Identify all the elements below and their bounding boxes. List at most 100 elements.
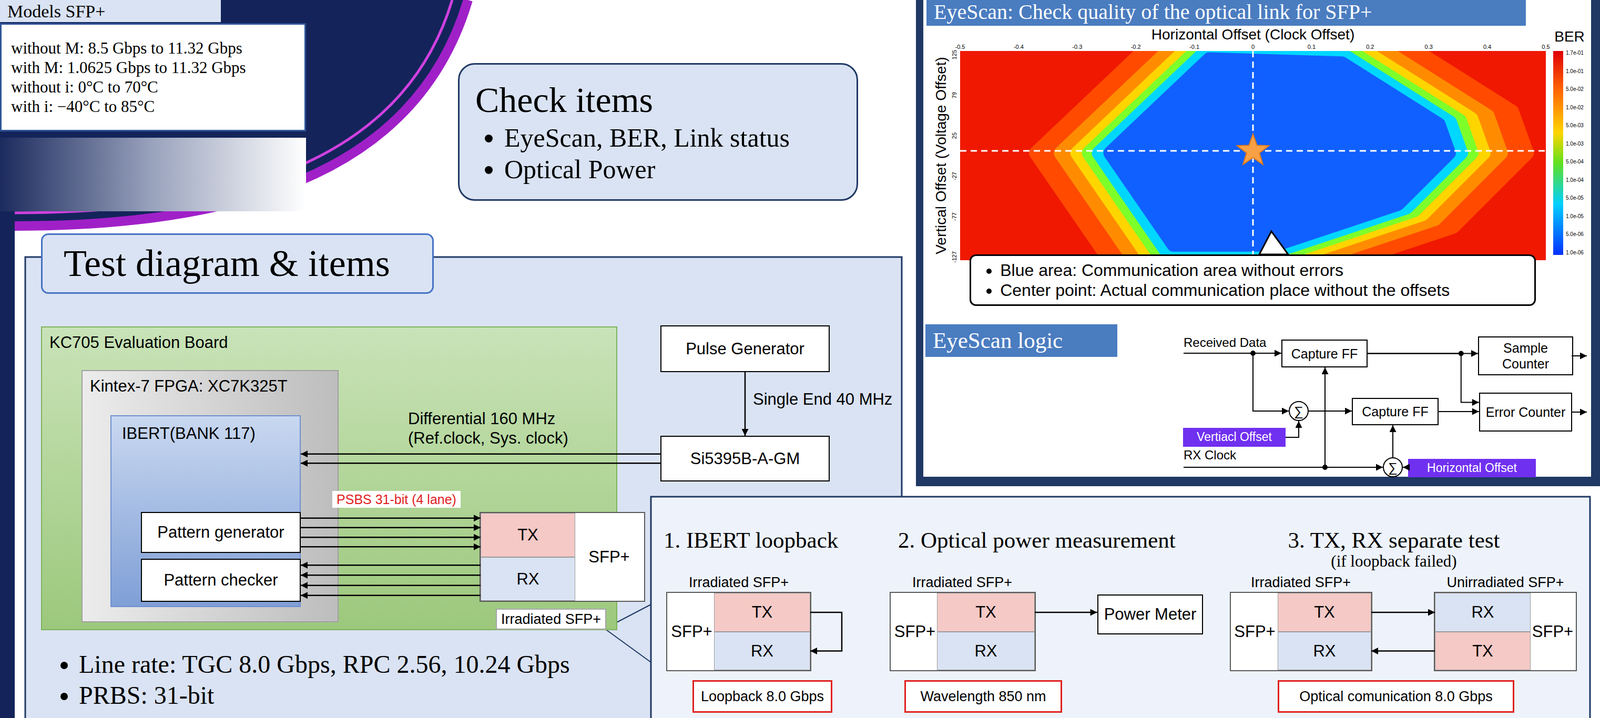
colorbar-label: 5.0e-03	[1565, 122, 1584, 129]
node-text: Blue area: Communication area without er…	[1000, 260, 1344, 281]
colorbar-label: 1.0e-03	[1565, 140, 1584, 148]
tx-port: TX	[1434, 632, 1531, 671]
flip-flop-box: Capture FF	[1351, 398, 1439, 426]
connector-arrow	[1285, 421, 1299, 438]
callout-tail	[1259, 231, 1289, 255]
wire	[1571, 411, 1587, 413]
tick-label: 0.3	[1424, 43, 1433, 51]
node-text: Vertiacl Offset	[1196, 430, 1272, 445]
node-text: without i: 0°C to 70°C	[11, 77, 159, 97]
process-box: Pattern checker	[140, 558, 301, 603]
part-label: Irradiated SFP+	[1250, 574, 1351, 591]
part-label: Unirradiated SFP+	[1446, 574, 1565, 591]
junction-dot	[1250, 350, 1256, 356]
connector-arrow	[810, 612, 842, 652]
signal-name: Received Data	[1183, 335, 1267, 351]
node-text: Pulse Generator	[685, 339, 805, 359]
colorbar-label: 5.0e-04	[1565, 158, 1584, 166]
junction-dot	[1458, 351, 1464, 357]
check-items-box: Check itemsEyeScan, BER, Link statusOpti…	[457, 63, 859, 201]
condition-box: Optical comunication 8.0 Gbps	[1277, 680, 1515, 713]
sfp-module: SFP+ TXRX	[479, 512, 646, 603]
ber-contour	[1077, 51, 1484, 261]
colorbar-label: 1.0e-02	[1565, 104, 1584, 111]
node-text: Wavelength 850 nm	[920, 688, 1046, 706]
condition-box: Wavelength 850 nm	[904, 680, 1063, 713]
tick-label: -77	[951, 212, 959, 221]
connector-arrow	[300, 574, 481, 577]
rx-port: RX	[1277, 632, 1372, 671]
step-heading: 3. TX, RX separate test	[1288, 526, 1501, 555]
instrument-box: Power Meter	[1097, 594, 1204, 635]
step-heading: 1. IBERT loopback	[663, 526, 839, 555]
gradient-bar	[0, 137, 307, 212]
rx-port: RX	[936, 632, 1035, 671]
node-text: TX	[1472, 641, 1494, 661]
logic-wires	[1183, 353, 1587, 468]
tick-label: -27	[951, 171, 959, 181]
test-panel	[25, 257, 902, 718]
sfp-module: SFP+TXRX	[889, 592, 1036, 672]
step-note: (if loopback failed)	[1330, 551, 1457, 572]
tick-label: 0	[1251, 43, 1255, 51]
wire	[1324, 367, 1326, 468]
colorbar-label: 5.0e-06	[1565, 231, 1584, 238]
connector-arrow	[1367, 353, 1479, 355]
tx-port: TX	[1277, 593, 1372, 633]
node-text: Pattern checker	[163, 570, 278, 590]
axis-title: Horizontal Offset (Clock Offset)	[1151, 25, 1355, 44]
chip-box: Si5395B-A-GM	[660, 435, 830, 482]
node-text: Kintex-7 FPGA: XC7K325T	[89, 376, 288, 396]
node-text: without M: 8.5 Gbps to 11.32 Gbps	[11, 38, 243, 58]
connector-arrow	[1402, 466, 1409, 468]
rx-port: RX	[480, 557, 576, 601]
eyescan-panel	[923, 0, 1592, 477]
connector-arrow	[1438, 411, 1480, 413]
connector-arrow	[300, 536, 481, 539]
tick-label: 0.4	[1483, 43, 1492, 51]
node-text: Pattern generator	[157, 522, 284, 543]
part-label: Irradiated SFP+	[688, 574, 789, 591]
spec-box: without M: 8.5 Gbps to 11.32 Gbpswith M:…	[0, 23, 307, 132]
wire	[1183, 466, 1383, 468]
ber-contour	[1088, 51, 1472, 257]
node-text: Capture FF	[1291, 345, 1358, 362]
connector-arrow	[744, 372, 747, 436]
node-text: ∑	[1388, 459, 1398, 476]
tick-label: 0.5	[1541, 43, 1550, 51]
node-text: SFP+	[894, 622, 936, 642]
node-text: IBERT(BANK 117)	[121, 423, 256, 444]
tick-label: -0.4	[1013, 43, 1024, 51]
connector-arrow	[300, 517, 481, 519]
signal-label: Differential 160 MHz (Ref.clock, Sys. cl…	[408, 409, 608, 448]
test-items-panel	[650, 496, 1591, 718]
junction-dot	[1322, 464, 1328, 471]
ber-contour	[1060, 51, 1502, 261]
eyescan-frame	[915, 0, 1600, 487]
connector-arrow	[300, 564, 481, 567]
color-bar	[1553, 51, 1564, 256]
ber-contour	[1109, 59, 1449, 246]
eye-heatmap	[960, 51, 1546, 261]
tx-port: TX	[936, 593, 1035, 633]
ber-contour	[1035, 51, 1527, 261]
node-text: SFP+	[588, 547, 630, 567]
connector-arrow	[1034, 612, 1098, 614]
node-text: Check items	[475, 78, 654, 122]
sum-circle: ∑	[1382, 457, 1403, 478]
tick-label: 25	[951, 132, 959, 139]
signal-label: Single End 40 MHz	[752, 389, 893, 410]
tick-label: -0.3	[1072, 43, 1083, 51]
sfp-module: SFP+TXRX	[1229, 592, 1373, 672]
note-bullet: PRBS: 31-bit	[78, 680, 214, 711]
node-text: Sample Counter	[1483, 340, 1568, 372]
rx-port: RX	[1434, 593, 1531, 633]
offset-box: Vertiacl Offset	[1183, 427, 1286, 447]
colorbar-label: 1.0e-06	[1565, 249, 1584, 257]
title-strip	[0, 0, 221, 23]
colorbar-label: 1.7e-01	[1565, 49, 1584, 57]
section-header: EyeScan logic	[925, 324, 1118, 358]
colorbar-label: 1.0e-05	[1565, 213, 1584, 220]
tx-port: TX	[480, 513, 576, 558]
